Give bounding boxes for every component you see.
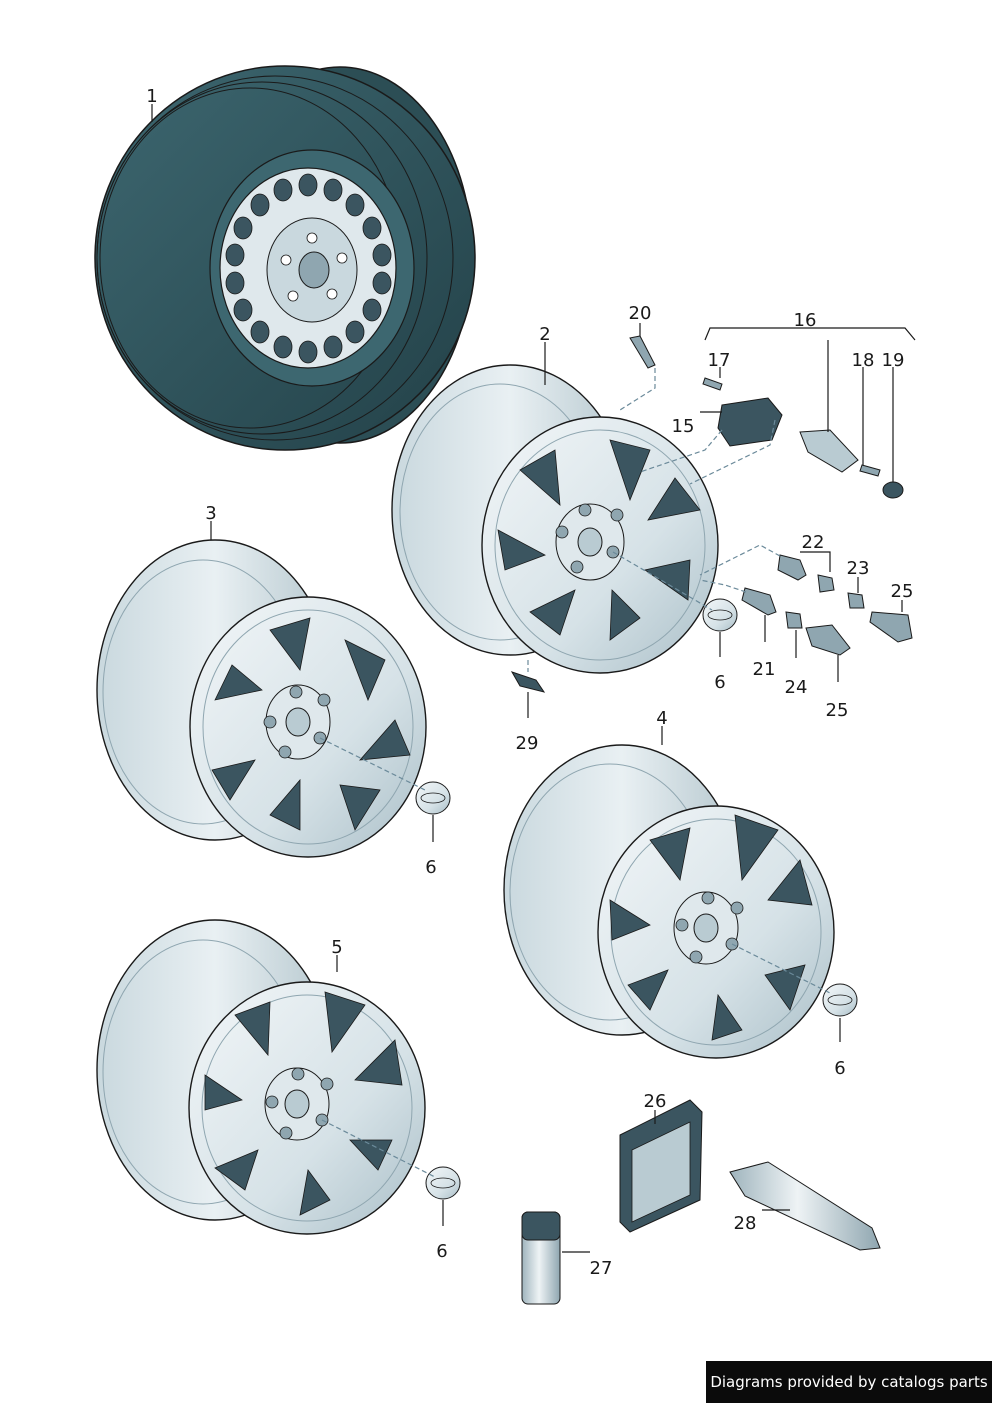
callout-1: 1 xyxy=(146,86,157,107)
hardware-parts xyxy=(510,335,913,693)
callout-2: 2 xyxy=(539,324,550,345)
paste-tube-icon xyxy=(729,1161,881,1251)
callout-5: 5 xyxy=(331,937,342,958)
callout-4: 4 xyxy=(656,708,667,729)
spray-can-icon xyxy=(521,1211,561,1305)
tire-assembly xyxy=(94,65,476,451)
callout-labels: 1 2 3 4 5 6 6 6 6 15 16 17 18 19 20 21 2… xyxy=(146,86,913,1279)
callout-17: 17 xyxy=(708,350,731,371)
callout-16: 16 xyxy=(794,310,817,331)
callout-19: 19 xyxy=(882,350,905,371)
callout-25-b: 25 xyxy=(826,700,849,721)
callout-6-b: 6 xyxy=(425,857,436,878)
callout-28: 28 xyxy=(734,1213,757,1234)
callout-25-a: 25 xyxy=(891,581,914,602)
alloy-rim-3 xyxy=(96,539,427,858)
callout-6-d: 6 xyxy=(436,1241,447,1262)
callout-23: 23 xyxy=(847,558,870,579)
callout-22: 22 xyxy=(802,532,825,553)
callout-3: 3 xyxy=(205,503,216,524)
alloy-rim-2 xyxy=(391,364,719,674)
callout-24: 24 xyxy=(785,677,808,698)
repair-kit-icon xyxy=(619,1099,703,1233)
callout-29: 29 xyxy=(516,733,539,754)
callout-6-c: 6 xyxy=(834,1058,845,1079)
callout-21: 21 xyxy=(753,659,776,680)
alloy-rim-5 xyxy=(96,919,426,1235)
leader-lines xyxy=(151,104,916,1253)
callout-6-a: 6 xyxy=(714,672,725,693)
callout-15: 15 xyxy=(672,416,695,437)
callout-20: 20 xyxy=(629,303,652,324)
callout-26: 26 xyxy=(644,1091,667,1112)
footer-credit: Diagrams provided by catalogs parts xyxy=(706,1361,992,1403)
centre-cap-icon xyxy=(415,598,858,1200)
alloy-rim-4 xyxy=(503,744,835,1059)
callout-18: 18 xyxy=(852,350,875,371)
callout-27: 27 xyxy=(590,1258,613,1279)
